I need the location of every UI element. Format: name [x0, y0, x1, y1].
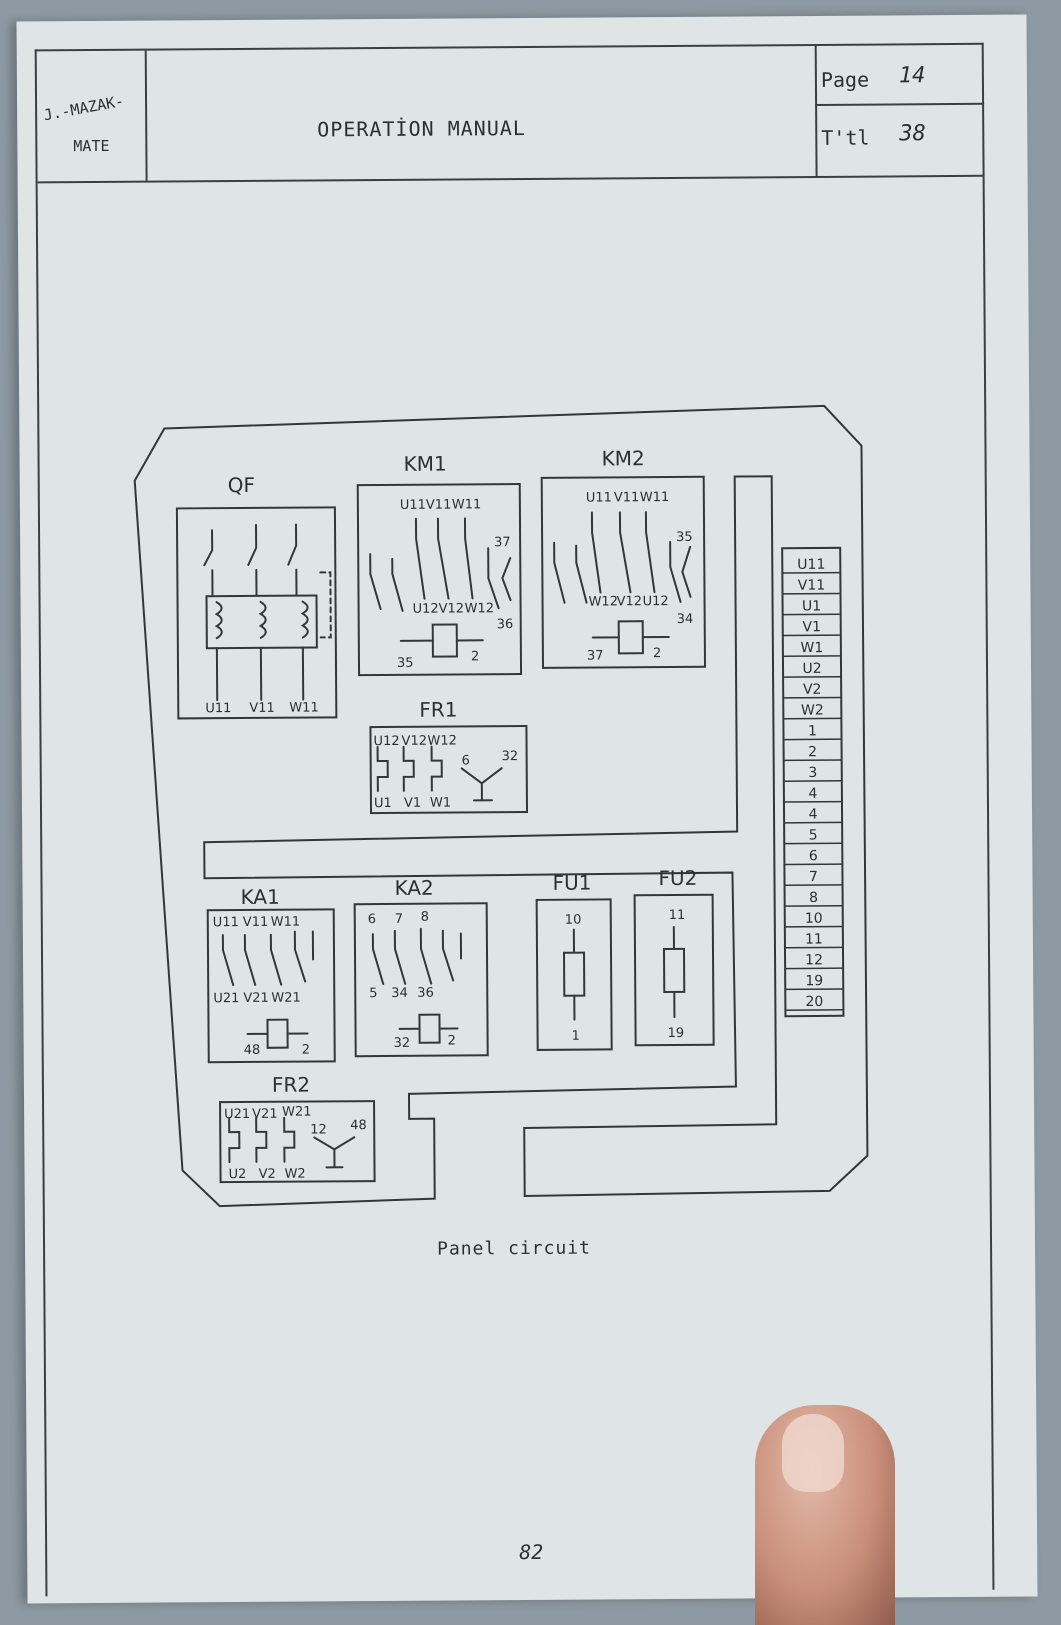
fr1-term: W12	[427, 733, 457, 748]
terminal-label: 4	[808, 786, 817, 802]
fr1-term: V1	[404, 796, 421, 811]
fu1-label: FU1	[552, 871, 591, 895]
fr2-term: W2	[284, 1167, 305, 1182]
fr1-label: FR1	[419, 697, 457, 721]
fr2-term: W21	[282, 1105, 312, 1120]
qf-term: W11	[289, 700, 319, 715]
terminal-label: 4	[809, 807, 818, 823]
terminal-label: 7	[809, 869, 818, 885]
ka1-term: W11	[271, 915, 301, 930]
terminal-label: V11	[798, 578, 826, 594]
ka2-term: 6	[368, 912, 376, 927]
ka1-term: V21	[243, 991, 269, 1006]
terminal-label: 8	[809, 890, 818, 906]
ka2-term: 8	[421, 910, 429, 925]
km1-term: W11	[452, 497, 482, 512]
fr1-term: 32	[502, 749, 519, 764]
qf-label: QF	[228, 473, 255, 497]
km1-term: 35	[397, 656, 414, 671]
terminal-label: 12	[805, 952, 823, 968]
ka1-term: 48	[244, 1043, 261, 1058]
km2-term: W12	[589, 594, 619, 609]
ka1-term: 2	[302, 1043, 310, 1058]
fr1-term: W1	[430, 796, 451, 811]
manual-page: J.-MAZAK- MATE OPERATİON MANUAL Page 14 …	[16, 14, 1037, 1603]
terminal-label: 6	[809, 848, 818, 864]
km2-term: 37	[587, 648, 604, 663]
fr1-term: V12	[401, 734, 427, 749]
km2-term: W11	[640, 490, 670, 505]
fu1-term: 1	[572, 1029, 580, 1044]
terminal-label: U2	[802, 661, 821, 677]
ka1-term: U21	[213, 991, 239, 1006]
ka2-term: 34	[391, 986, 408, 1001]
km2-label: KM2	[601, 446, 644, 470]
terminal-label: U11	[797, 557, 825, 573]
km1-term: U12	[413, 602, 439, 617]
km1-label: KM1	[404, 452, 447, 476]
fr2-term: 12	[310, 1122, 327, 1137]
fu1-term: 10	[565, 913, 582, 928]
terminal-label: 3	[808, 765, 817, 781]
fr1-term: 6	[462, 753, 470, 768]
terminal-label: V1	[802, 619, 821, 635]
km2-term: 2	[653, 646, 661, 661]
terminal-label: V2	[803, 682, 822, 698]
qf-term: V11	[249, 701, 275, 716]
km2-term: 35	[676, 530, 693, 545]
ka2-term: 2	[448, 1034, 456, 1049]
panel-circuit-diagram: QF KM1 KM2 FR1 KA1 KA2 FU1 FU2 FR2 U11 V…	[16, 14, 1037, 1603]
km2-term: U12	[643, 594, 669, 609]
fr1-term: U1	[374, 796, 392, 811]
fr2-term: U21	[224, 1107, 250, 1122]
fr1-term: U12	[373, 734, 399, 749]
terminal-label: W1	[800, 640, 823, 656]
fu2-label: FU2	[658, 866, 697, 890]
terminal-label: U1	[802, 598, 821, 614]
km2-term: V11	[614, 490, 640, 505]
terminal-label: 20	[805, 994, 823, 1010]
fr2-term: 48	[350, 1118, 367, 1133]
fr2-term: V21	[252, 1107, 278, 1122]
terminal-label: 11	[805, 931, 823, 947]
km1-term: 37	[494, 535, 511, 550]
terminal-label: 1	[808, 723, 817, 739]
ka2-term: 36	[417, 986, 434, 1001]
ka2-term: 7	[395, 912, 403, 927]
fu2-term: 11	[669, 908, 686, 923]
km2-term: 34	[677, 612, 694, 627]
km1-term: W12	[465, 601, 495, 616]
km2-term: U11	[586, 490, 612, 505]
terminal-label: W2	[801, 702, 824, 718]
km1-term: 2	[471, 649, 479, 664]
km1-term: V12	[439, 601, 465, 616]
ka2-term: 32	[394, 1036, 411, 1051]
fr2-term: V2	[258, 1167, 275, 1182]
figure-caption: Panel circuit	[437, 1238, 591, 1260]
km1-term: U11	[400, 498, 426, 513]
terminal-label: 2	[808, 744, 817, 760]
fr2-label: FR2	[272, 1073, 310, 1097]
km1-term: 36	[497, 617, 514, 632]
ka1-term: W21	[271, 991, 301, 1006]
footer-page-number: 82	[519, 1540, 543, 1564]
terminal-label: 19	[805, 973, 823, 989]
fu2-term: 19	[668, 1026, 685, 1041]
thumbnail	[782, 1414, 844, 1492]
ka1-term: V11	[243, 915, 269, 930]
ka2-label: KA2	[394, 876, 433, 900]
qf-term: U11	[205, 701, 231, 716]
km2-term: V12	[617, 594, 643, 609]
ka1-label: KA1	[241, 885, 280, 909]
terminal-label: 10	[805, 911, 823, 927]
ka2-term: 5	[369, 986, 377, 1001]
km1-term: V11	[426, 498, 452, 513]
fr2-term: U2	[228, 1167, 246, 1182]
terminal-label: 5	[809, 827, 818, 843]
ka1-term: U11	[213, 915, 239, 930]
